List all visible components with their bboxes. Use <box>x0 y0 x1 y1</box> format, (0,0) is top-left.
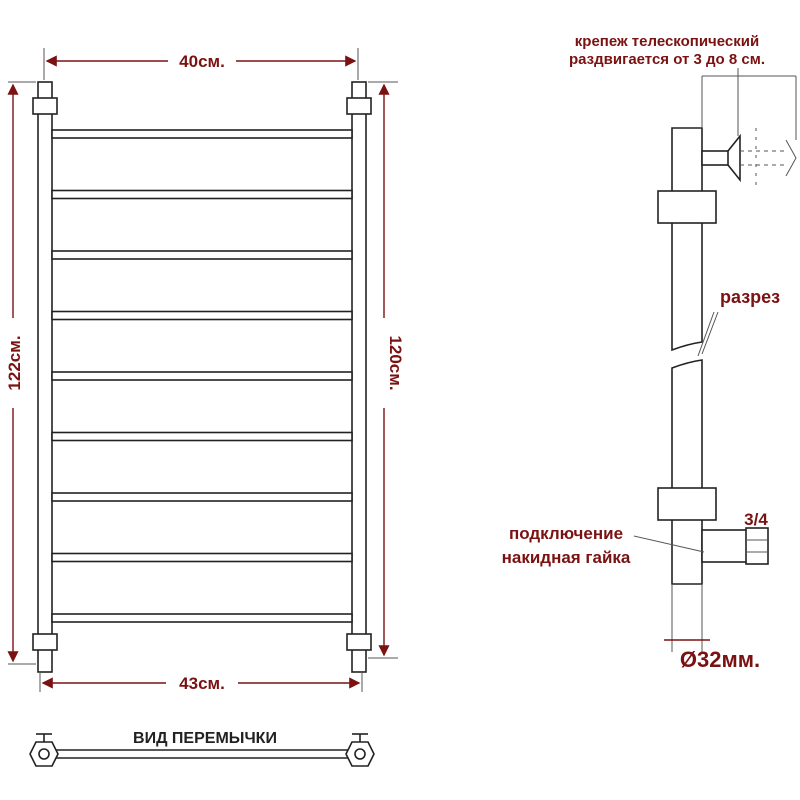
horizontal-bar <box>51 492 353 502</box>
horizontal-bar <box>51 310 353 321</box>
connection-nut <box>745 527 769 565</box>
dim-right-height: 120см. <box>386 335 405 390</box>
horizontal-bar <box>51 250 353 260</box>
horizontal-bars <box>51 129 353 623</box>
diameter-label: Ø32мм. <box>680 647 760 672</box>
horizontal-bar <box>51 189 353 200</box>
horizontal-bar <box>51 129 353 139</box>
dim-bottom-width: 43см. <box>179 674 225 693</box>
connection-label-line1: подключение <box>509 524 623 543</box>
connection-elbow <box>701 529 751 563</box>
left-post <box>37 81 53 673</box>
bracket-bottom-left <box>32 633 58 651</box>
bracket-top-right <box>346 97 372 115</box>
dim-left-height: 122см. <box>5 335 24 390</box>
mount-label-line2: раздвигается от 3 до 8 см. <box>569 51 765 68</box>
horizontal-bar <box>51 371 353 381</box>
telescopic-mount-flange <box>727 133 741 183</box>
bracket-bottom-right <box>346 633 372 651</box>
telescopic-mount-rod <box>701 150 729 166</box>
bridge-view: ВИД ПЕРЕМЫЧКИ <box>29 726 375 767</box>
bridge-left-nut <box>29 741 59 767</box>
front-view: 40см. 43см. 122см. 120см. <box>2 48 405 694</box>
right-post <box>351 81 367 673</box>
connection-label-line2: накидная гайка <box>502 548 631 567</box>
dim-top-width: 40см. <box>179 52 225 71</box>
thread-size: 3/4 <box>744 510 768 529</box>
horizontal-bar <box>51 552 353 563</box>
bracket-top-left <box>32 97 58 115</box>
side-view: разрез крепеж телескопический раздвигает… <box>502 33 797 672</box>
bridge-view-title: ВИД ПЕРЕМЫЧКИ <box>133 730 277 747</box>
horizontal-bar <box>51 431 353 442</box>
upper-collar <box>657 190 717 224</box>
lower-collar <box>657 487 717 521</box>
horizontal-bar <box>51 613 353 623</box>
cut-label: разрез <box>720 287 780 307</box>
mount-label-line1: крепеж телескопический <box>575 33 759 50</box>
bridge-right-nut <box>345 741 375 767</box>
